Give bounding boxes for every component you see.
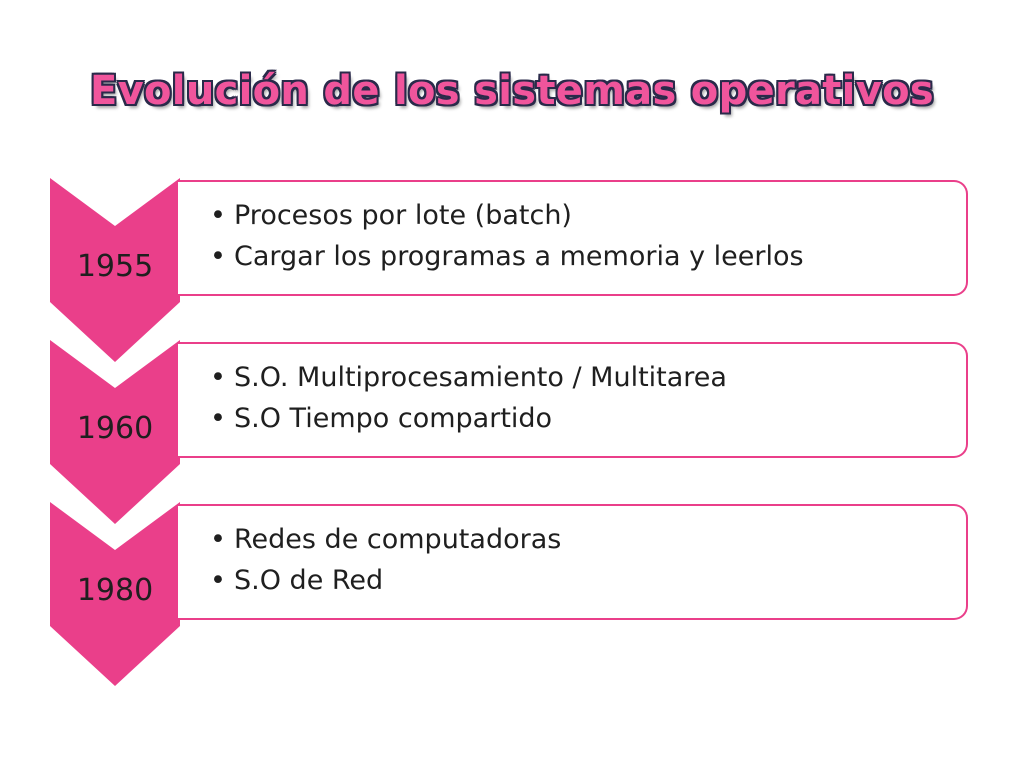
bullet-list-1955: • Procesos por lote (batch) • Cargar los p… bbox=[178, 182, 966, 278]
item-text: Redes de computadoras bbox=[234, 524, 562, 555]
item-text: Procesos por lote (batch) bbox=[234, 200, 572, 231]
item-text: S.O de Red bbox=[234, 565, 384, 596]
chevron-shape-1960 bbox=[50, 340, 180, 526]
year-label-1955: 1955 bbox=[76, 249, 154, 284]
year-label-1960: 1960 bbox=[76, 411, 154, 446]
step-box-1955: • Procesos por lote (batch) • Cargar los p… bbox=[178, 180, 968, 296]
item-text: S.O. Multiprocesamiento / Multitarea bbox=[234, 362, 727, 393]
page-title: Evolución de los sistemas operativos bbox=[90, 68, 934, 114]
bullet-list-1960: • S.O. Multiprocesamiento / Multitarea • S… bbox=[178, 344, 966, 440]
bullet-icon: • bbox=[210, 565, 226, 596]
step-box-1980: • Redes de computadoras • S.O de Red bbox=[178, 504, 968, 620]
list-item: • S.O. Multiprocesamiento / Multitarea bbox=[210, 358, 966, 399]
list-item: • Cargar los programas a memoria y leerlo… bbox=[210, 237, 966, 278]
list-item: • S.O Tiempo compartido bbox=[210, 399, 966, 440]
chevron-shape-1980 bbox=[50, 502, 180, 688]
step-box-1960: • S.O. Multiprocesamiento / Multitarea • S… bbox=[178, 342, 968, 458]
item-text: S.O Tiempo compartido bbox=[234, 403, 553, 434]
bullet-icon: • bbox=[210, 241, 226, 272]
item-text: Cargar los programas a memoria y leerlos bbox=[234, 241, 804, 272]
bullet-list-1980: • Redes de computadoras • S.O de Red bbox=[178, 506, 966, 602]
list-item: • S.O de Red bbox=[210, 561, 966, 602]
year-label-1980: 1980 bbox=[76, 573, 154, 608]
list-item: • Procesos por lote (batch) bbox=[210, 196, 966, 237]
chevron-shape-1955 bbox=[50, 178, 180, 364]
bullet-icon: • bbox=[210, 524, 226, 555]
list-item: • Redes de computadoras bbox=[210, 520, 966, 561]
bullet-icon: • bbox=[210, 200, 226, 231]
bullet-icon: • bbox=[210, 403, 226, 434]
bullet-icon: • bbox=[210, 362, 226, 393]
